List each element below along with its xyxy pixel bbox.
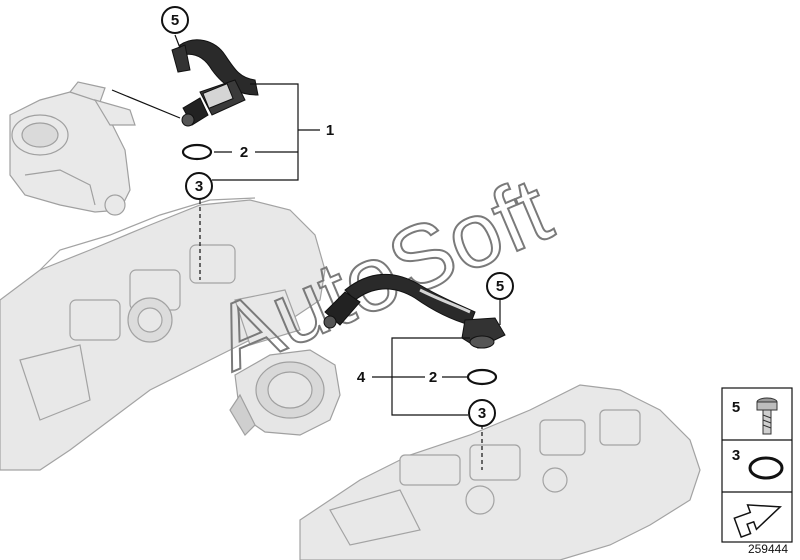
- arrow-icon: [733, 504, 782, 538]
- svg-text:3: 3: [195, 178, 203, 195]
- breather-hose-top: [171, 39, 259, 127]
- cylinder-head-cover-right: [299, 384, 701, 560]
- document-number: 259444: [747, 542, 788, 556]
- leader-lines: [111, 34, 501, 470]
- callout-1: 1: [326, 122, 334, 139]
- svg-text:3: 3: [478, 405, 486, 422]
- throttle-body-center: [229, 349, 341, 436]
- o-ring-icon: [748, 456, 784, 480]
- o-ring-middle: [466, 368, 498, 386]
- legend-panel: 5 3: [721, 387, 793, 543]
- svg-text:5: 5: [496, 278, 504, 295]
- callout-5-top: 5: [161, 6, 189, 34]
- callout-2-top: 2: [240, 144, 248, 161]
- breather-hose-middle: [323, 273, 506, 349]
- callout-4: 4: [357, 369, 366, 386]
- svg-text:3: 3: [732, 447, 740, 464]
- cylinder-head-cover-left: [0, 197, 326, 471]
- callout-3-top: 3: [185, 172, 213, 200]
- callout-5-middle: 5: [486, 272, 514, 300]
- svg-text:2: 2: [240, 144, 248, 161]
- svg-text:2: 2: [429, 369, 437, 386]
- svg-text:5: 5: [171, 12, 179, 29]
- svg-text:1: 1: [326, 122, 334, 139]
- svg-text:4: 4: [357, 369, 366, 386]
- o-ring-top: [181, 143, 213, 161]
- bolt-icon: [756, 397, 778, 435]
- legend-item-ring: 3: [732, 447, 784, 480]
- throttle-housing: [9, 81, 136, 216]
- callout-3-middle: 3: [468, 399, 496, 427]
- svg-text:5: 5: [732, 399, 740, 416]
- callout-2-middle: 2: [429, 369, 437, 386]
- legend-item-bolt: 5: [732, 397, 778, 435]
